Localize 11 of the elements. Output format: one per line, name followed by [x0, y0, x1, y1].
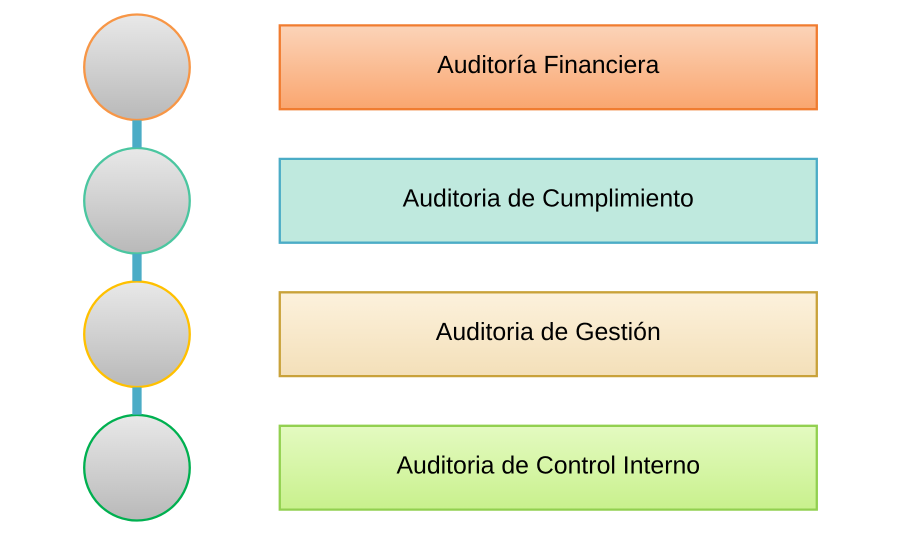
node-box: Auditoría Financiera — [278, 24, 818, 110]
connector — [132, 387, 142, 415]
node-circle — [82, 146, 190, 255]
node-box: Auditoria de Control Interno — [278, 424, 818, 511]
connector — [132, 120, 142, 148]
node-circle — [82, 280, 190, 388]
node-box: Auditoria de Cumplimiento — [278, 158, 818, 244]
node-circle — [82, 13, 190, 122]
connector — [132, 254, 142, 282]
node-box: Auditoria de Gestión — [278, 291, 818, 378]
node-circle — [82, 414, 190, 522]
